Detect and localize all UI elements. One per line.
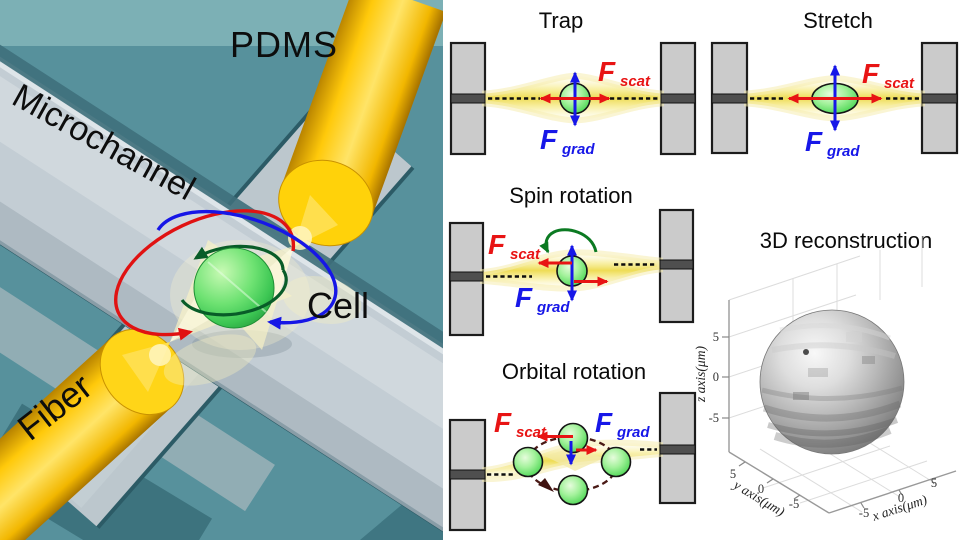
fiber-core-left [450, 93, 486, 104]
spin-title: Spin rotation [509, 183, 633, 208]
spin-rotation-panel: Spin rotation F scat F grad [448, 183, 695, 337]
pdms-label: PDMS [230, 24, 338, 65]
f-grad-subscript: grad [536, 299, 570, 316]
f-grad-label: F [540, 124, 558, 155]
f-scat-subscript: scat [620, 73, 651, 90]
reconstruction-title: 3D reconstruction [760, 228, 932, 253]
y-tick-neg5: -5 [789, 497, 799, 511]
cell-label: Cell [307, 285, 369, 326]
fiber-core-right [921, 93, 958, 104]
spin-ring-green-front [180, 269, 288, 317]
f-scat-label: F [598, 56, 616, 87]
f-grad-subscript: grad [826, 143, 860, 160]
trap-panel: Trap F scat F grad [449, 8, 697, 158]
orbiting-cell-left [512, 446, 544, 478]
x-tick-neg5: -5 [859, 506, 869, 520]
f-scat-label: F [494, 407, 512, 438]
stretch-panel: Stretch F scat F grad [710, 8, 959, 160]
orbiting-cell-right [600, 446, 632, 478]
z-tick-5: 5 [713, 330, 719, 344]
reconstructed-cell-sphere [759, 309, 905, 455]
y-axis [728, 451, 830, 514]
f-scat-subscript: scat [884, 75, 915, 92]
fiber-core-left [449, 469, 486, 480]
x-tick-5: 5 [931, 476, 937, 490]
f-scat-subscript: scat [516, 424, 547, 441]
x-tick-0: 0 [898, 491, 904, 505]
z-tick-0: 0 [713, 370, 719, 384]
cell-sphere [193, 247, 275, 329]
f-grad-subscript: grad [561, 141, 595, 158]
orbiting-cell-bottom [557, 474, 589, 506]
rotation-ring-red [114, 209, 296, 341]
f-scat-label: F [862, 58, 880, 89]
fiber-core-left [449, 271, 484, 282]
f-grad-label: F [595, 407, 613, 438]
f-scat-label: F [488, 229, 506, 260]
fiber-core-right [659, 259, 694, 270]
spin-ring-green-back [193, 244, 285, 271]
cell-shadow [192, 330, 292, 358]
fiber-core-right [659, 444, 696, 455]
output-fiber [278, 0, 443, 250]
orbital-title: Orbital rotation [502, 359, 646, 384]
fiber-core-left [711, 93, 748, 104]
trap-title: Trap [539, 8, 583, 33]
spin-direction-arrow [539, 228, 598, 254]
reconstruction-panel: 3D reconstruction [693, 228, 957, 524]
plot-axes [722, 300, 957, 514]
tick-labels: 5 0 -5 5 0 -5 -5 0 5 [709, 330, 938, 520]
stretch-title: Stretch [803, 8, 873, 33]
y-tick-5: 5 [730, 467, 736, 481]
orbit-direction-arrowhead [538, 478, 554, 492]
f-grad-label: F [515, 282, 533, 313]
f-grad-label: F [805, 126, 823, 157]
f-scat-subscript: scat [510, 246, 541, 263]
orbital-rotation-panel: Orbital rotation F scat F grad [448, 359, 697, 532]
input-fiber [0, 328, 185, 540]
x-axis [828, 470, 957, 514]
z-axis-label: z axis(μm) [693, 346, 708, 403]
fiber-core-right [660, 93, 696, 104]
z-tick-neg5: -5 [709, 411, 719, 425]
rotation-ring-blue [156, 209, 338, 330]
f-grad-subscript: grad [616, 424, 650, 441]
y-tick-0: 0 [758, 482, 764, 496]
microfluidic-scene: PDMS Microchannel Cell Fiber [0, 0, 443, 540]
